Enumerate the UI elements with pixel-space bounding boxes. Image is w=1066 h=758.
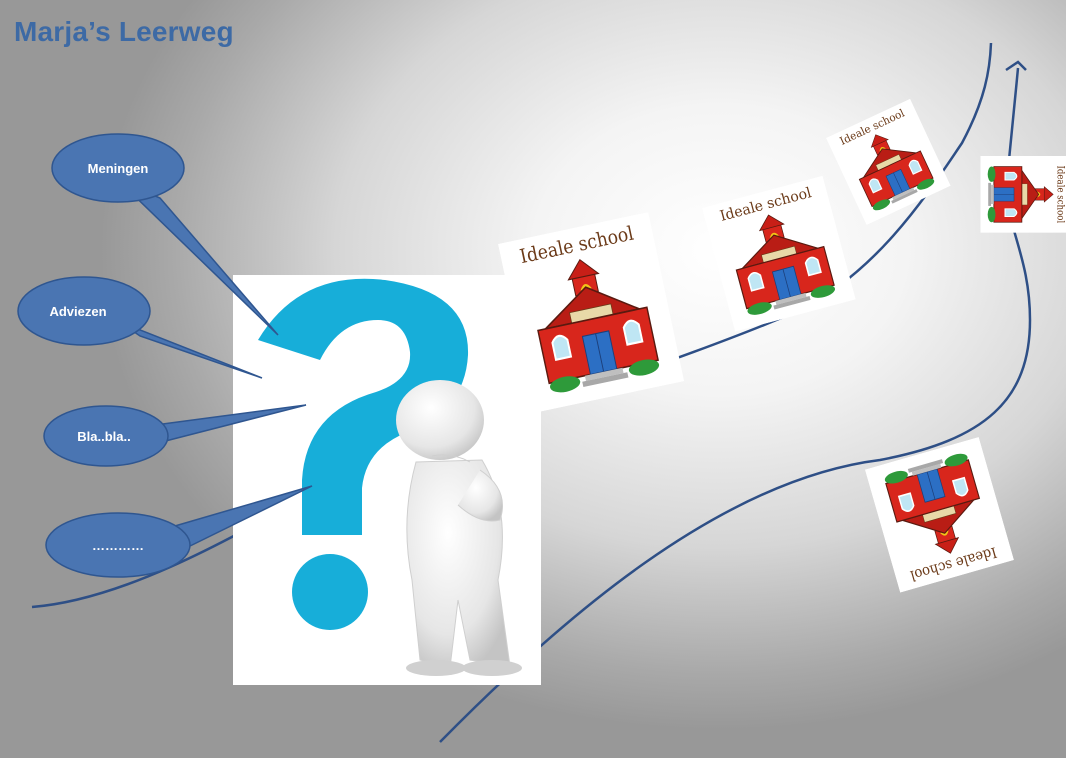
bubble-label-blabla: Bla..bla.. xyxy=(77,429,130,444)
school-card-4: Ideale school xyxy=(980,156,1066,233)
bubble-label-meningen: Meningen xyxy=(88,161,149,176)
school-card-3: Ideale school xyxy=(826,98,951,226)
question-mark-icon xyxy=(258,278,469,535)
school-icon xyxy=(980,156,1066,233)
school-card-5: Ideale school xyxy=(864,436,1014,593)
bubble-adviezen: Adviezen xyxy=(17,276,263,379)
path-arrow-tip xyxy=(1005,60,1027,72)
bubble-meningen: Meningen xyxy=(51,133,279,336)
bubble-label-adviezen: Adviezen xyxy=(49,304,106,319)
school-card-2: Ideale school xyxy=(702,175,856,332)
bubble-label-dots: ………… xyxy=(92,538,144,553)
bubble-dots: ………… xyxy=(45,485,313,578)
slide-title: Marja’s Leerweg xyxy=(14,16,234,47)
school-card-label: Ideale school xyxy=(1054,166,1066,224)
question-figure-image xyxy=(233,275,541,685)
bubble-blabla: Bla..bla.. xyxy=(43,404,307,467)
thinking-person-icon xyxy=(396,380,522,676)
